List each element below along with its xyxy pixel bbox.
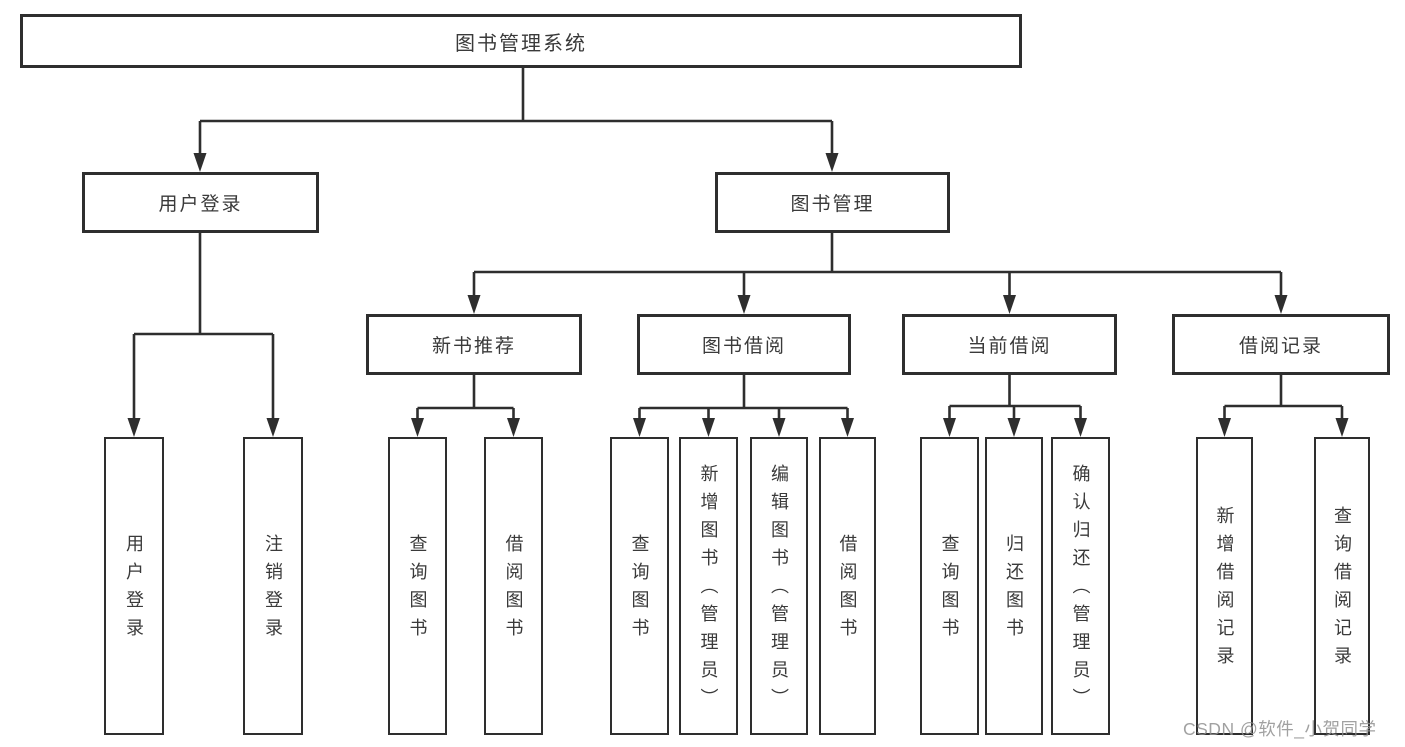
leaf-add-book-admin: 新增图书（管理员） <box>679 437 738 735</box>
leaf-query-book-recommend: 查询图书 <box>388 437 447 735</box>
node-borrow-records: 借阅记录 <box>1172 314 1390 375</box>
leaf-borrow-book-recommend: 借阅图书 <box>484 437 543 735</box>
leaf-return-book: 归还图书 <box>985 437 1043 735</box>
leaf-user-login: 用户登录 <box>104 437 164 735</box>
node-new-book-recommend: 新书推荐 <box>366 314 582 375</box>
node-library-management-system: 图书管理系统 <box>20 14 1022 68</box>
leaf-borrow-book: 借阅图书 <box>819 437 876 735</box>
leaf-query-book-current: 查询图书 <box>920 437 979 735</box>
leaf-query-borrow-record: 查询借阅记录 <box>1314 437 1370 735</box>
leaf-logout-login: 注销登录 <box>243 437 303 735</box>
leaf-edit-book-admin: 编辑图书（管理员） <box>750 437 808 735</box>
node-book-borrow: 图书借阅 <box>637 314 851 375</box>
node-user-login: 用户登录 <box>82 172 319 233</box>
csdn-watermark: CSDN @软件_小贺同学 <box>1183 719 1377 739</box>
node-current-borrow: 当前借阅 <box>902 314 1117 375</box>
leaf-query-book-borrow: 查询图书 <box>610 437 669 735</box>
node-book-manage: 图书管理 <box>715 172 950 233</box>
leaf-confirm-return-admin: 确认归还（管理员） <box>1051 437 1110 735</box>
leaf-add-borrow-record: 新增借阅记录 <box>1196 437 1253 735</box>
